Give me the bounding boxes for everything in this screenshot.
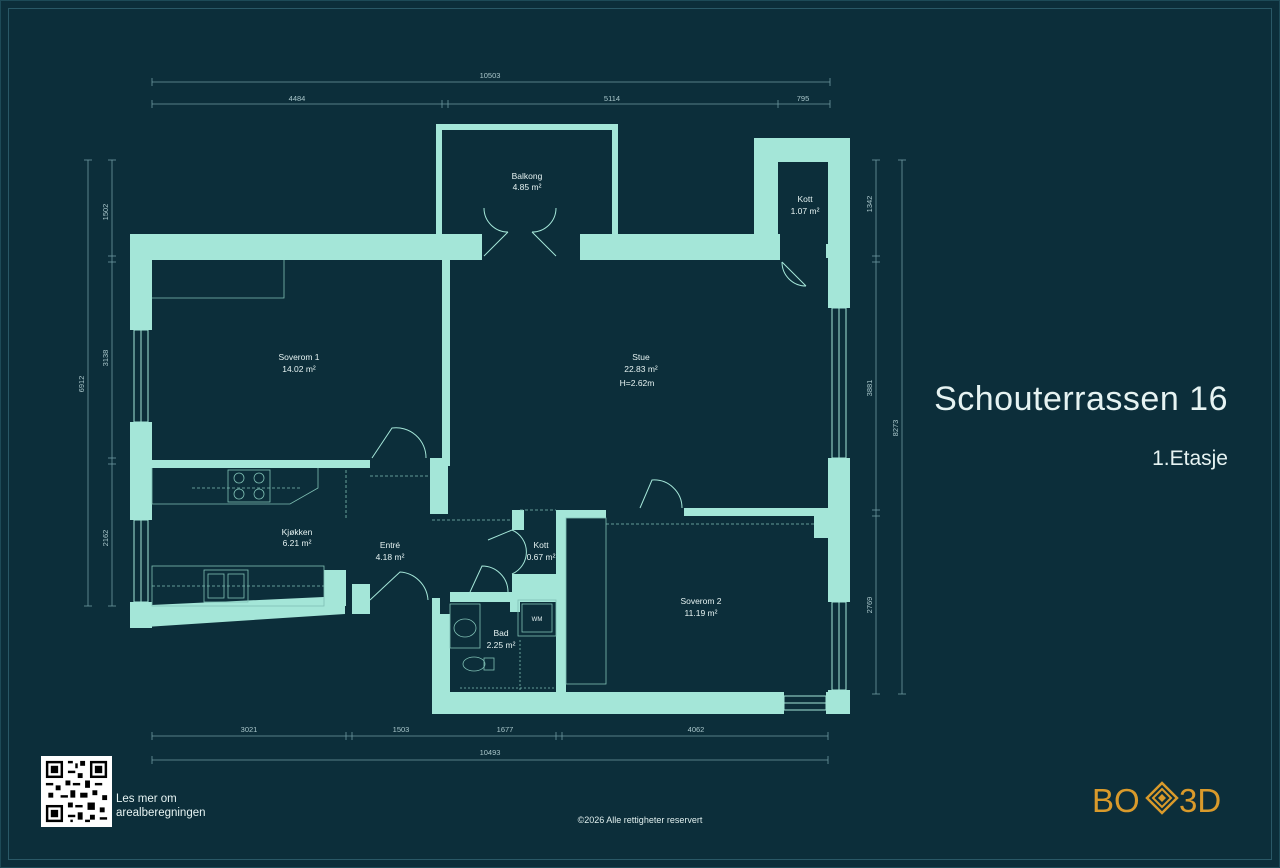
dim-left-c: 2162 [101,530,110,547]
room-soverom1-area: 14.02 m² [282,364,316,374]
dim-left-total: 6912 [77,376,86,393]
room-bad-name: Bad [493,628,508,638]
room-soverom2-name: Soverom 2 [680,596,721,606]
room-kott-top-name: Kott [797,194,813,204]
copyright: ©2026 Alle rettigheter reservert [577,815,703,825]
diamond-icon [1145,781,1179,815]
fixtures [151,260,814,690]
bo3d-logo: BO 3D [1092,781,1221,819]
room-kjokken-name: Kjøkken [282,527,313,537]
room-soverom1-name: Soverom 1 [278,352,319,362]
room-entre-area: 4.18 m² [376,552,405,562]
room-balkong-name: Balkong [512,171,543,181]
dimension-lines [84,78,906,764]
dim-right-total: 8273 [891,420,900,437]
room-balkong-area: 4.85 m² [513,182,542,192]
room-stue-name: Stue [632,352,650,362]
dim-top-total: 10503 [480,71,501,80]
dim-bottom-total: 10493 [480,748,501,757]
page-title: Schouterrassen 16 [934,380,1228,418]
logo-right-text: 3D [1179,782,1221,819]
dim-top-b: 5114 [604,94,620,103]
room-kjokken-area: 6.21 m² [283,538,312,548]
room-soverom2-area: 11.19 m² [685,608,718,618]
dim-top-a: 4484 [289,94,306,103]
dim-bottom-a: 3021 [241,725,258,734]
dim-right-a: 1342 [865,196,874,213]
dim-left-b: 3138 [101,350,110,367]
room-kott-mid-name: Kott [533,540,549,550]
qr-label: Les mer om arealberegningen [116,793,206,819]
doors [369,207,807,601]
qr-code-icon[interactable] [41,756,112,827]
floor-label: 1.Etasje [1152,447,1228,470]
dim-left-a: 1502 [101,204,110,221]
dim-bottom-d: 4062 [688,725,705,734]
inner-frame [8,8,1272,860]
room-entre-name: Entré [380,540,401,550]
room-stue-height: H=2.62m [620,378,655,388]
room-bad-area: 2.25 m² [487,640,516,650]
room-kott-mid-area: 0.67 m² [527,552,556,562]
dim-right-b: 3881 [865,380,874,397]
windows [133,307,847,711]
room-kott-top-area: 1.07 m² [791,206,820,216]
dim-bottom-c: 1677 [497,725,514,734]
room-stue-area: 22.83 m² [624,364,658,374]
dim-bottom-b: 1503 [393,725,410,734]
logo-left-text: BO [1092,782,1140,819]
washing-machine-label: WM [532,617,543,623]
dim-right-c: 2769 [865,597,874,614]
dim-top-c: 795 [797,94,810,103]
walls [130,124,850,714]
